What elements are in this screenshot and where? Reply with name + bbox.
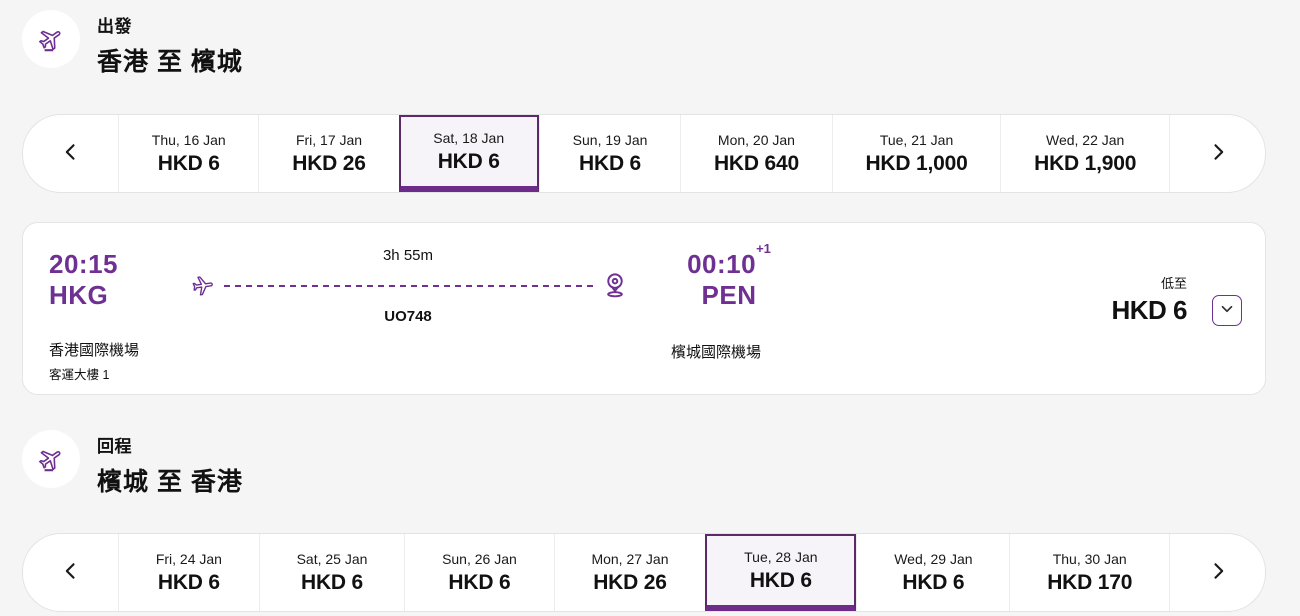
cell-price-label: HKD 640 xyxy=(713,151,799,175)
cell-date-label: Thu, 16 Jan xyxy=(151,131,226,148)
outbound-route-title: 香港 至 檳城 xyxy=(97,48,243,76)
flight-duration: 3h 55m xyxy=(382,247,434,264)
cell-date-label: Wed, 29 Jan xyxy=(894,550,973,567)
route-graphic: 3h 55m UO748 xyxy=(188,247,628,325)
cell-price-label: HKD 6 xyxy=(749,568,812,592)
departure-plane-icon xyxy=(22,430,80,488)
departure-airport-code: HKG xyxy=(49,280,109,311)
outbound-carousel-next-button[interactable] xyxy=(1170,115,1265,192)
chevron-left-icon xyxy=(61,141,81,166)
cell-date-label: Sat, 25 Jan xyxy=(296,550,368,567)
date-price-cell[interactable]: Wed, 29 Jan HKD 6 xyxy=(856,534,1010,611)
cell-price-label: HKD 6 xyxy=(579,151,642,175)
arrival-airport-name: 檳城國際機場 xyxy=(671,344,762,361)
outbound-flight-card: 20:15 HKG 香港國際機場 客運大樓 1 3h 55m UO748 xyxy=(22,222,1266,395)
date-price-cell[interactable]: Sat, 25 Jan HKD 6 xyxy=(258,534,405,611)
arrival-time-block: 00:10+1 PEN xyxy=(671,241,787,311)
cell-price-label: HKD 6 xyxy=(157,151,220,175)
outbound-carousel-prev-button[interactable] xyxy=(23,115,118,192)
date-price-cell[interactable]: Tue, 21 Jan HKD 1,000 xyxy=(831,115,1001,192)
cell-price-label: HKD 1,900 xyxy=(1034,151,1137,175)
departure-terminal: 客運大樓 1 xyxy=(49,368,110,382)
cell-date-label: Fri, 24 Jan xyxy=(155,550,222,567)
cell-price-label: HKD 26 xyxy=(292,151,366,175)
chevron-left-icon xyxy=(61,560,81,585)
cell-date-label: Sun, 19 Jan xyxy=(572,131,648,148)
cell-date-label: Mon, 20 Jan xyxy=(717,131,795,148)
cell-date-label: Wed, 22 Jan xyxy=(1045,131,1125,148)
outbound-section-header: 出發 香港 至 檳城 xyxy=(22,10,243,78)
arrival-time: 00:10 xyxy=(687,249,757,279)
cell-price-label: HKD 1,000 xyxy=(865,151,968,175)
fare-price: HKD 6 xyxy=(1111,295,1187,325)
departure-airport-name: 香港國際機場 客運大樓 1 xyxy=(49,342,140,382)
date-price-cell[interactable]: Mon, 27 Jan HKD 26 xyxy=(553,534,706,611)
location-pin-icon xyxy=(602,271,628,301)
fare-from-label: 低至 xyxy=(1160,276,1187,291)
date-price-cell[interactable]: Fri, 24 Jan HKD 6 xyxy=(118,534,259,611)
inbound-carousel-next-button[interactable] xyxy=(1170,534,1265,611)
cell-date-label: Thu, 30 Jan xyxy=(1052,550,1127,567)
fare-block: 低至 HKD 6 xyxy=(1111,273,1187,326)
outbound-section-label: 出發 xyxy=(97,17,132,36)
route-dashed-line xyxy=(224,285,596,287)
date-price-cell[interactable]: Wed, 22 Jan HKD 1,900 xyxy=(1000,115,1170,192)
date-price-cell[interactable]: Thu, 30 Jan HKD 170 xyxy=(1009,534,1170,611)
outbound-date-cells: Thu, 16 Jan HKD 6 Fri, 17 Jan HKD 26 Sat… xyxy=(118,115,1170,192)
airplane-icon xyxy=(188,272,218,300)
flight-number: UO748 xyxy=(384,308,432,325)
arrival-plus-one-badge: +1 xyxy=(756,241,771,256)
chevron-down-icon xyxy=(1218,300,1236,321)
outbound-date-carousel: Thu, 16 Jan HKD 6 Fri, 17 Jan HKD 26 Sat… xyxy=(22,114,1266,193)
cell-date-label: Mon, 27 Jan xyxy=(591,550,669,567)
departure-time-block: 20:15 HKG xyxy=(49,249,118,311)
chevron-right-icon xyxy=(1208,560,1228,585)
inbound-carousel-prev-button[interactable] xyxy=(23,534,118,611)
date-price-cell[interactable]: Fri, 17 Jan HKD 26 xyxy=(258,115,399,192)
date-price-cell[interactable]: Sun, 19 Jan HKD 6 xyxy=(538,115,681,192)
date-price-cell[interactable]: Thu, 16 Jan HKD 6 xyxy=(118,115,259,192)
cell-price-label: HKD 6 xyxy=(437,149,500,173)
departure-time: 20:15 xyxy=(49,249,118,279)
cell-price-label: HKD 26 xyxy=(593,570,667,594)
date-price-cell[interactable]: Sat, 18 Jan HKD 6 xyxy=(398,115,539,192)
date-price-cell[interactable]: Sun, 26 Jan HKD 6 xyxy=(404,534,554,611)
inbound-date-cells: Fri, 24 Jan HKD 6 Sat, 25 Jan HKD 6 Sun,… xyxy=(118,534,1170,611)
arrival-airport-code: PEN xyxy=(701,280,757,311)
cell-date-label: Sun, 26 Jan xyxy=(442,550,517,567)
expand-fare-options-button[interactable] xyxy=(1212,295,1242,326)
inbound-section-header: 回程 檳城 至 香港 xyxy=(22,430,243,498)
cell-date-label: Tue, 21 Jan xyxy=(879,131,954,148)
cell-date-label: Sat, 18 Jan xyxy=(433,129,505,146)
departure-plane-icon xyxy=(22,10,80,68)
cell-price-label: HKD 6 xyxy=(448,570,511,594)
cell-price-label: HKD 170 xyxy=(1047,570,1133,594)
date-price-cell[interactable]: Tue, 28 Jan HKD 6 xyxy=(705,534,857,611)
cell-date-label: Fri, 17 Jan xyxy=(295,131,363,148)
inbound-date-carousel: Fri, 24 Jan HKD 6 Sat, 25 Jan HKD 6 Sun,… xyxy=(22,533,1266,612)
cell-price-label: HKD 6 xyxy=(157,570,220,594)
cell-price-label: HKD 6 xyxy=(301,570,364,594)
date-price-cell[interactable]: Mon, 20 Jan HKD 640 xyxy=(680,115,832,192)
chevron-right-icon xyxy=(1208,141,1228,166)
inbound-section-label: 回程 xyxy=(97,437,132,456)
cell-price-label: HKD 6 xyxy=(902,570,965,594)
inbound-route-title: 檳城 至 香港 xyxy=(97,468,243,496)
cell-date-label: Tue, 28 Jan xyxy=(744,548,818,565)
